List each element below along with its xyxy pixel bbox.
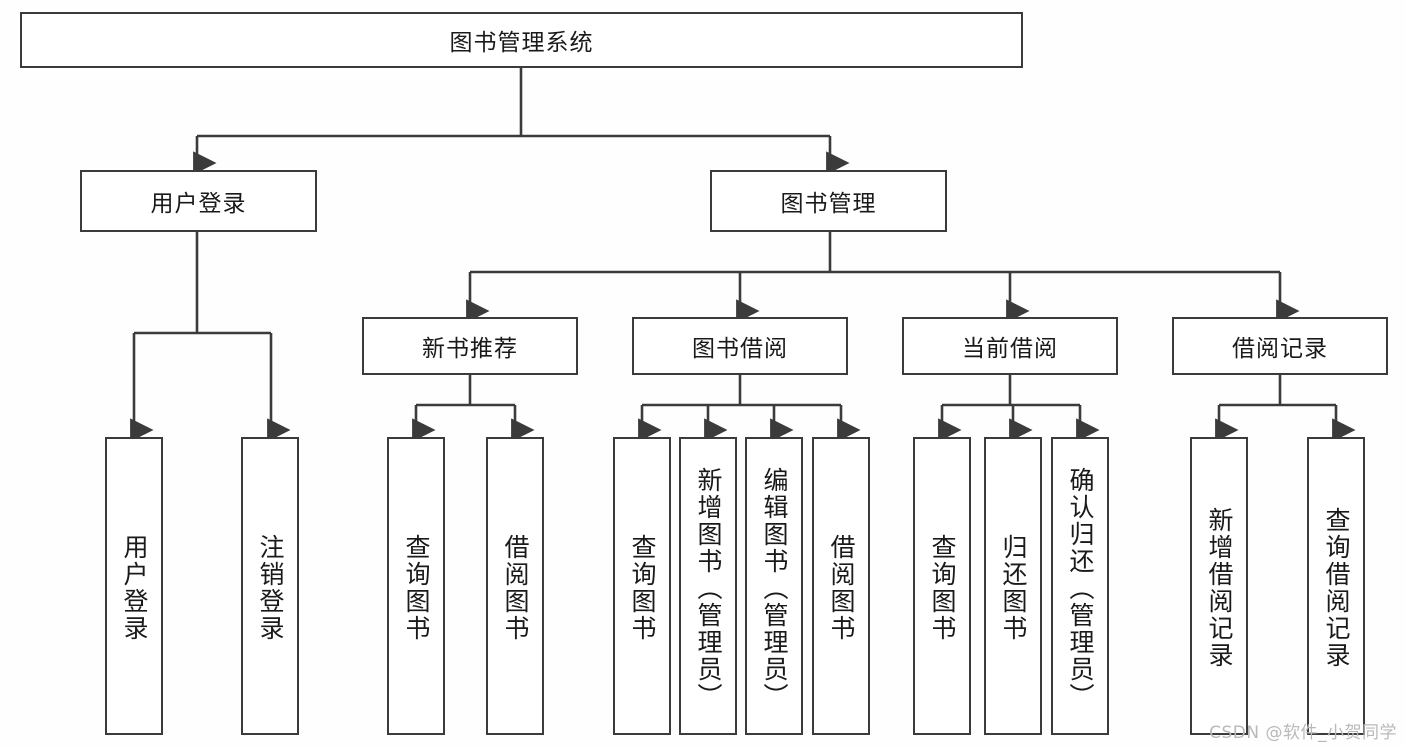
node-book-management-label: 图书管理 bbox=[780, 191, 877, 217]
node-book-management[interactable]: 图书管理 bbox=[710, 170, 947, 232]
leaf-user-logout[interactable]: 注销登录 bbox=[241, 437, 299, 735]
node-user-login[interactable]: 用户登录 bbox=[80, 170, 317, 232]
leaf-label: 查询借阅记录 bbox=[1322, 507, 1351, 669]
leaf-label: 注销登录 bbox=[256, 534, 285, 642]
leaf-query-book-current[interactable]: 查询图书 bbox=[913, 437, 971, 735]
leaf-label: 编辑图书（管理员） bbox=[760, 466, 789, 710]
leaf-borrow-book[interactable]: 借阅图书 bbox=[812, 437, 870, 735]
leaf-label: 借阅图书 bbox=[501, 534, 530, 642]
watermark-text: CSDN @软件_小贺同学 bbox=[1209, 723, 1397, 743]
leaf-add-book-admin[interactable]: 新增图书（管理员） bbox=[679, 437, 737, 735]
leaf-label: 新增借阅记录 bbox=[1205, 507, 1234, 669]
leaf-return-book[interactable]: 归还图书 bbox=[984, 437, 1042, 735]
node-book-borrow[interactable]: 图书借阅 bbox=[632, 317, 848, 375]
leaf-label: 新增图书（管理员） bbox=[694, 466, 723, 710]
node-user-login-label: 用户登录 bbox=[150, 191, 247, 217]
node-root-label: 图书管理系统 bbox=[449, 30, 594, 56]
leaf-query-borrow-record[interactable]: 查询借阅记录 bbox=[1307, 437, 1365, 735]
leaf-user-login[interactable]: 用户登录 bbox=[105, 437, 163, 735]
leaf-add-borrow-record[interactable]: 新增借阅记录 bbox=[1190, 437, 1248, 735]
node-new-book-recommend[interactable]: 新书推荐 bbox=[362, 317, 578, 375]
leaf-query-book-recommend[interactable]: 查询图书 bbox=[387, 437, 445, 735]
leaf-confirm-return-admin[interactable]: 确认归还（管理员） bbox=[1051, 437, 1109, 735]
leaf-query-book-borrow[interactable]: 查询图书 bbox=[613, 437, 671, 735]
node-root[interactable]: 图书管理系统 bbox=[20, 12, 1023, 68]
leaf-label: 查询图书 bbox=[402, 534, 431, 642]
leaf-borrow-book-recommend[interactable]: 借阅图书 bbox=[486, 437, 544, 735]
node-current-borrow[interactable]: 当前借阅 bbox=[902, 317, 1118, 375]
leaf-label: 用户登录 bbox=[120, 534, 149, 642]
leaf-label: 确认归还（管理员） bbox=[1066, 466, 1095, 710]
leaf-label: 归还图书 bbox=[999, 534, 1028, 642]
node-book-borrow-label: 图书借阅 bbox=[692, 336, 788, 362]
node-borrow-record-label: 借阅记录 bbox=[1232, 336, 1328, 362]
node-current-borrow-label: 当前借阅 bbox=[962, 336, 1058, 362]
leaf-label: 查询图书 bbox=[628, 534, 657, 642]
node-borrow-record[interactable]: 借阅记录 bbox=[1172, 317, 1388, 375]
leaf-edit-book-admin[interactable]: 编辑图书（管理员） bbox=[745, 437, 803, 735]
leaf-label: 查询图书 bbox=[928, 534, 957, 642]
node-new-book-recommend-label: 新书推荐 bbox=[422, 336, 518, 362]
leaf-label: 借阅图书 bbox=[827, 534, 856, 642]
